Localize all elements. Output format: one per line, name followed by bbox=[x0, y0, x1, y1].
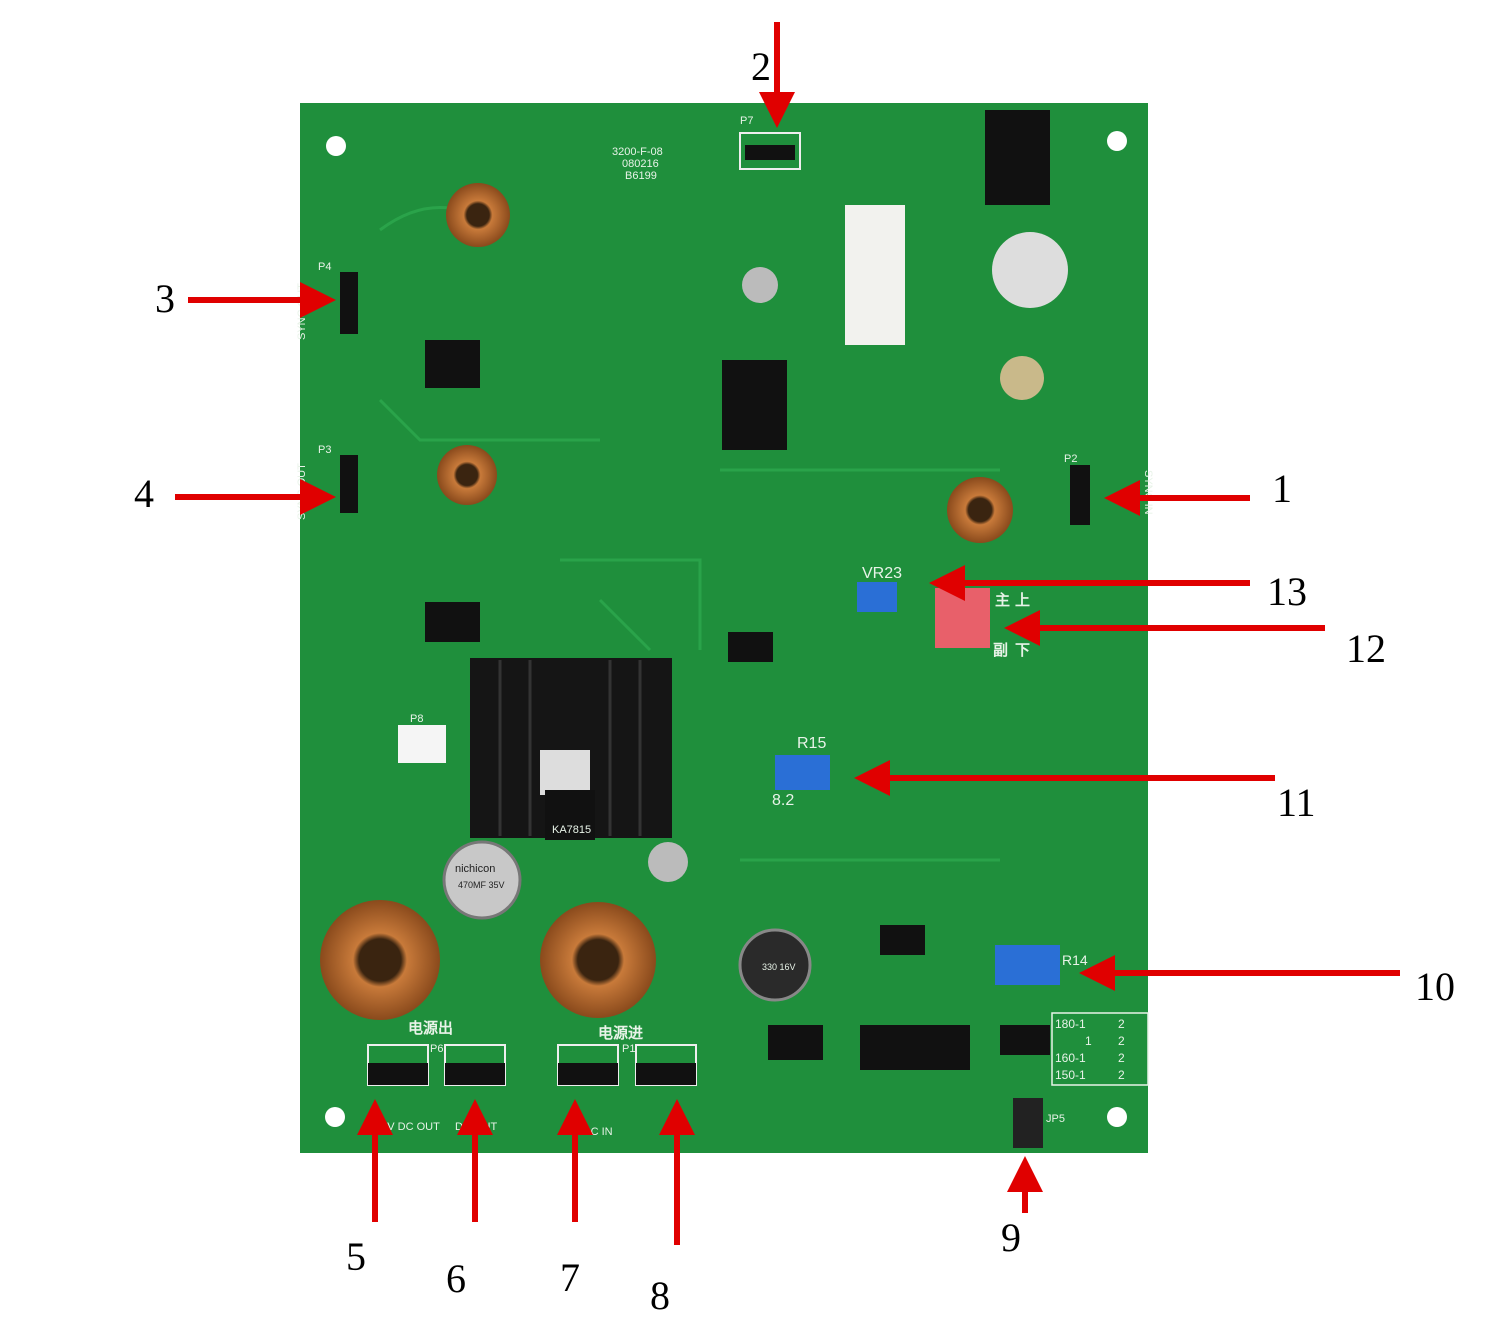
callout-numbers: 1 2 3 4 5 6 7 8 9 10 11 12 13 bbox=[134, 44, 1455, 1318]
svg-text:P8: P8 bbox=[410, 713, 423, 725]
svg-text:2: 2 bbox=[1118, 1051, 1125, 1065]
svg-text:SYNC OUT: SYNC OUT bbox=[296, 463, 308, 520]
svg-text:24V DC OUT: 24V DC OUT bbox=[375, 1121, 440, 1133]
svg-text:160-1: 160-1 bbox=[1055, 1051, 1086, 1065]
svg-text:P1: P1 bbox=[622, 1043, 635, 1055]
svg-text:主: 主 bbox=[995, 591, 1010, 609]
electrolytic-capacitors: nichicon 470MF 35V 330 16V bbox=[442, 232, 1068, 1002]
callout-9: 9 bbox=[1001, 1215, 1021, 1260]
callout-arrows bbox=[175, 22, 1400, 1245]
svg-text:SYNC OUT: SYNC OUT bbox=[296, 283, 308, 340]
traces bbox=[378, 206, 1000, 862]
svg-text:下: 下 bbox=[1015, 641, 1030, 659]
svg-text:P7: P7 bbox=[740, 115, 753, 127]
callout-12: 12 bbox=[1346, 626, 1386, 671]
svg-text:330 16V: 330 16V bbox=[762, 962, 796, 972]
toroid-coils bbox=[320, 183, 1013, 1020]
callout-11: 11 bbox=[1277, 780, 1316, 825]
heatsink: KA7815 bbox=[470, 658, 672, 840]
callout-2: 2 bbox=[751, 44, 771, 89]
callout-5: 5 bbox=[346, 1234, 366, 1279]
svg-text:2: 2 bbox=[1118, 1068, 1125, 1082]
svg-text:150-1: 150-1 bbox=[1055, 1068, 1086, 1082]
svg-text:180-1: 180-1 bbox=[1055, 1017, 1086, 1031]
svg-text:P4: P4 bbox=[318, 261, 331, 273]
potentiometer-vr23: VR23 bbox=[857, 565, 902, 612]
callout-4: 4 bbox=[134, 471, 154, 516]
callout-8: 8 bbox=[650, 1273, 670, 1318]
callout-13: 13 bbox=[1267, 569, 1307, 614]
svg-text:R14: R14 bbox=[1062, 952, 1088, 968]
svg-text:电源出: 电源出 bbox=[408, 1019, 453, 1037]
svg-text:R15: R15 bbox=[797, 735, 826, 752]
dip-switch-jp5: JP5 bbox=[1013, 1098, 1065, 1148]
svg-text:P3: P3 bbox=[318, 444, 331, 456]
svg-text:副: 副 bbox=[993, 641, 1008, 659]
svg-text:3200-F-08: 3200-F-08 bbox=[612, 146, 663, 158]
potentiometer-r15: R15 8.2 bbox=[772, 735, 830, 809]
regulator-label: KA7815 bbox=[552, 824, 591, 836]
ic-chips bbox=[728, 632, 1050, 1070]
svg-text:1: 1 bbox=[1085, 1034, 1092, 1048]
svg-text:JP5: JP5 bbox=[1046, 1113, 1065, 1125]
callout-6: 6 bbox=[446, 1256, 466, 1301]
callout-3: 3 bbox=[155, 276, 175, 321]
svg-text:SYNC IN: SYNC IN bbox=[1142, 470, 1154, 515]
board-code: 3200-F-08 080216 B6199 bbox=[612, 146, 663, 182]
svg-text:080216: 080216 bbox=[622, 158, 659, 170]
callout-7: 7 bbox=[560, 1255, 580, 1300]
power-transistors bbox=[425, 110, 1050, 642]
mounting-holes bbox=[325, 131, 1127, 1127]
svg-text:P2: P2 bbox=[1064, 453, 1077, 465]
svg-text:470MF 35V: 470MF 35V bbox=[458, 880, 505, 890]
frequency-table: 180-1 2 1 2 160-1 2 150-1 2 bbox=[1051, 1012, 1149, 1086]
svg-text:24V DC IN: 24V DC IN bbox=[560, 1126, 613, 1138]
svg-text:8.2: 8.2 bbox=[772, 792, 794, 809]
svg-text:2: 2 bbox=[1118, 1017, 1125, 1031]
connectors: P7 P4 P3 P2 P8 P6 P1 bbox=[318, 115, 1090, 1086]
svg-text:电源进: 电源进 bbox=[598, 1024, 643, 1042]
callout-10: 10 bbox=[1415, 964, 1455, 1009]
svg-text:B6199: B6199 bbox=[625, 170, 657, 182]
svg-text:2: 2 bbox=[1118, 1034, 1125, 1048]
svg-text:P6: P6 bbox=[430, 1043, 443, 1055]
svg-text:VR23: VR23 bbox=[862, 565, 902, 582]
svg-text:nichicon: nichicon bbox=[455, 863, 495, 875]
svg-text:上: 上 bbox=[1015, 591, 1030, 609]
callout-1: 1 bbox=[1272, 466, 1292, 511]
